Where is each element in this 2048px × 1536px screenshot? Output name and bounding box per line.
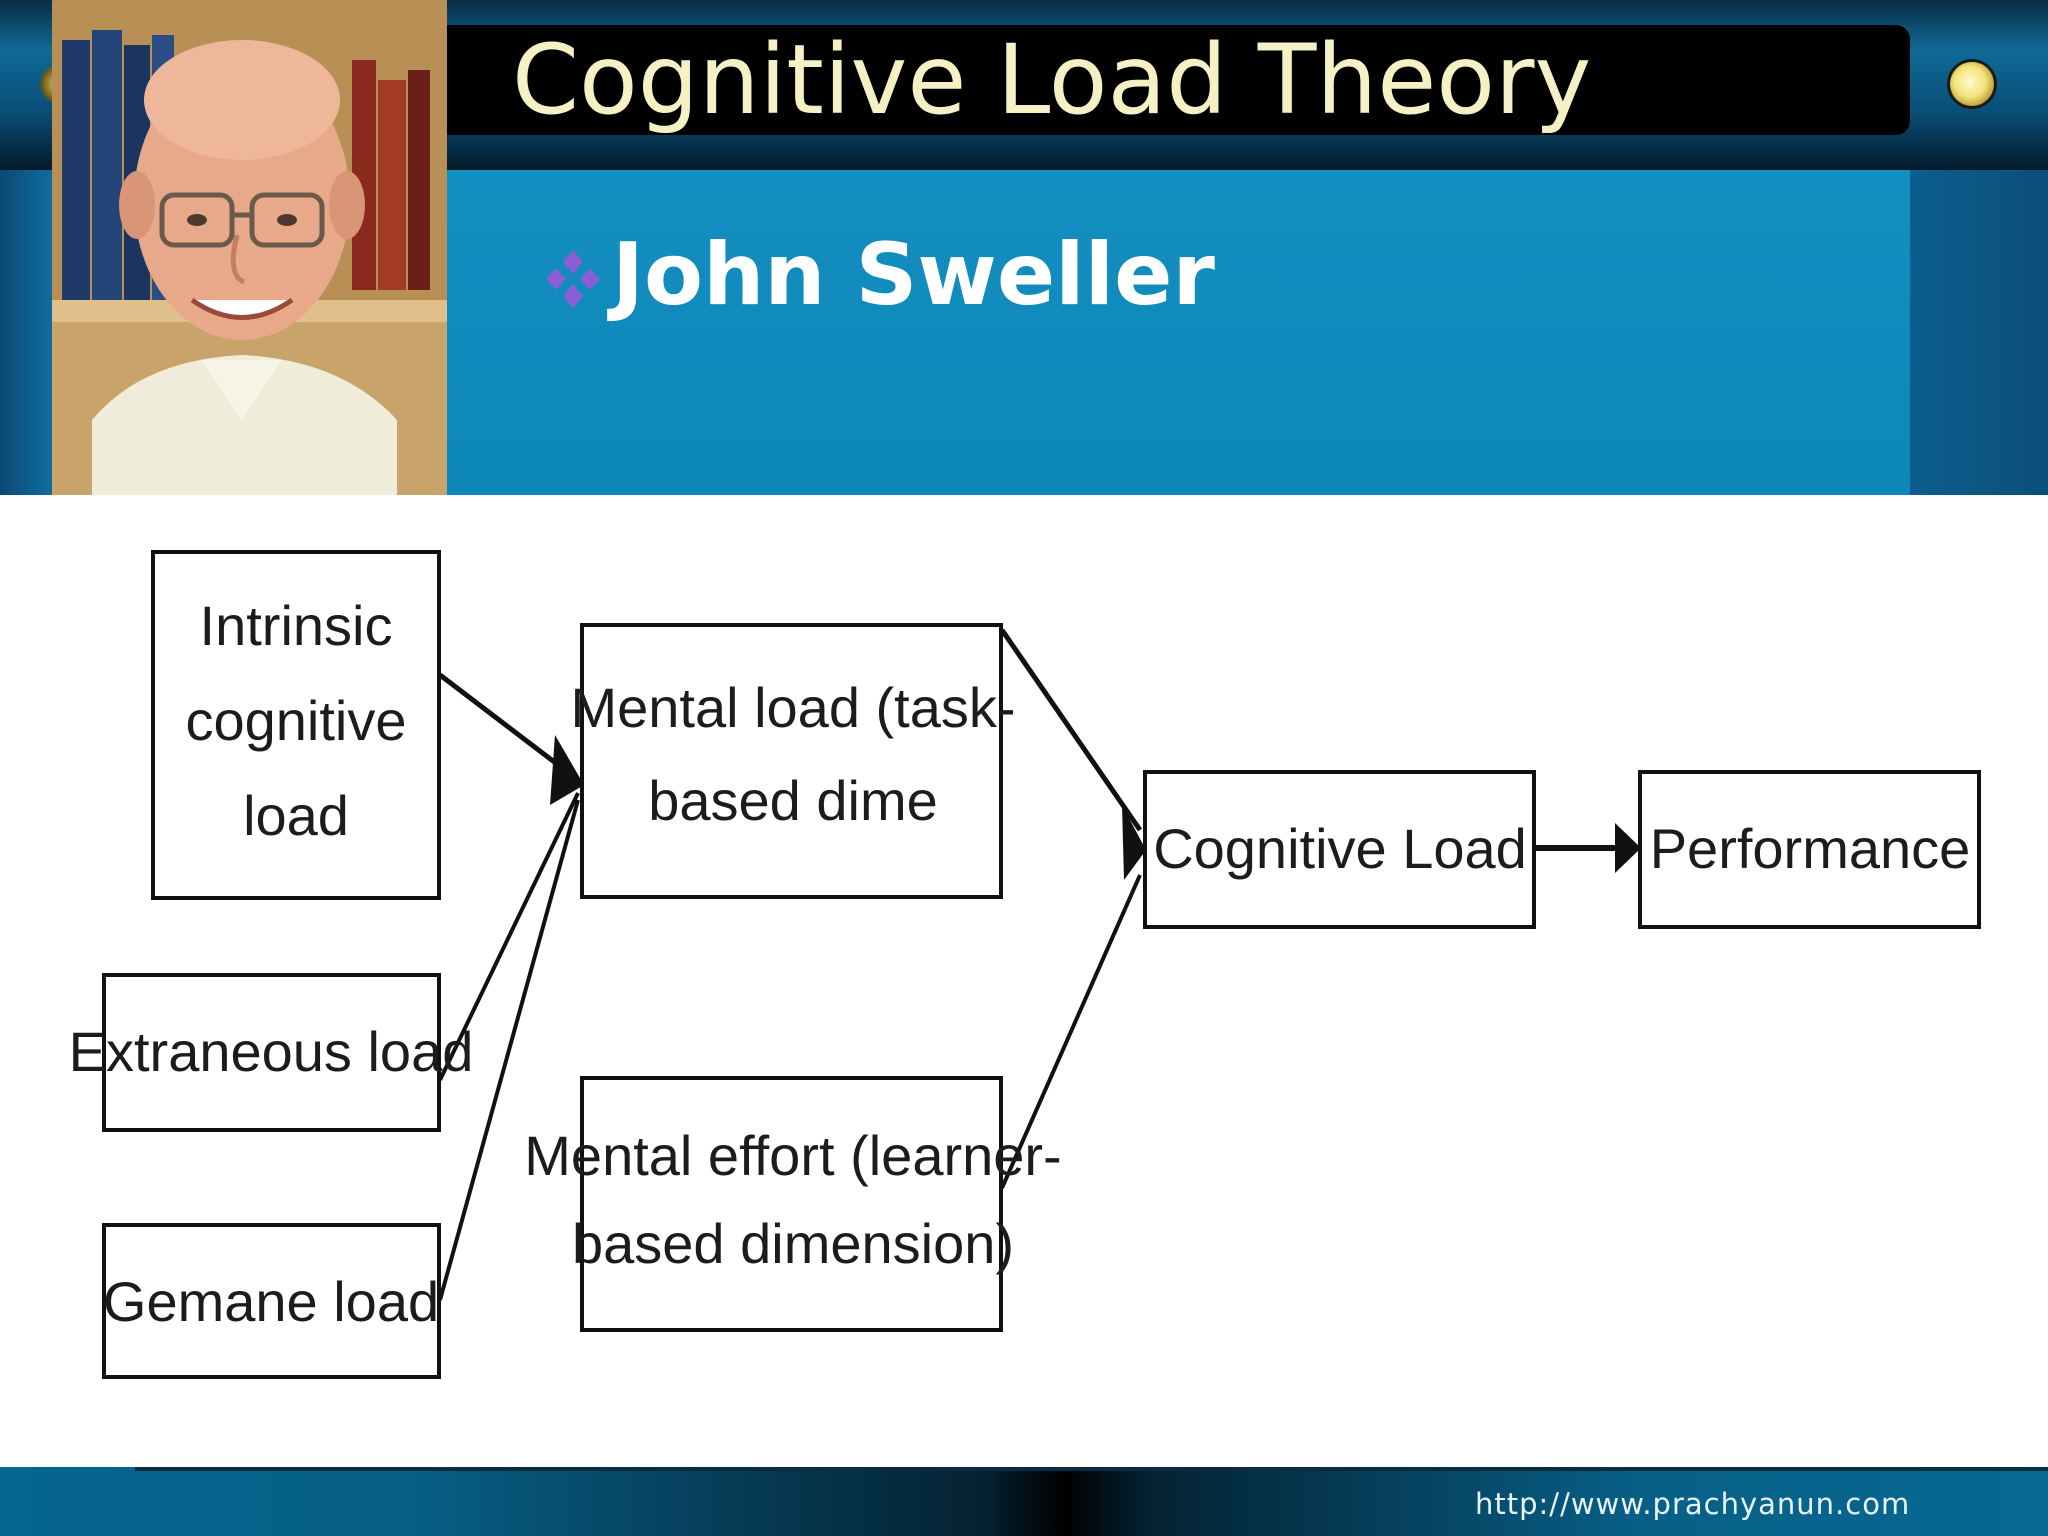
label-mental-effort-line2: based dimension) <box>572 1212 1014 1275</box>
box-cognitive-load <box>1143 770 1536 929</box>
label-intrinsic-line3: load <box>243 784 349 847</box>
arrowhead-performance-left <box>1615 823 1641 873</box>
four-diamond-bullet-icon <box>546 250 600 308</box>
footer-band <box>0 1467 2048 1536</box>
arrowhead-mental-load-left <box>550 735 584 805</box>
label-cognitive-load: Cognitive Load <box>1153 817 1527 880</box>
box-germane <box>102 1223 441 1379</box>
arrow-germane-to-mental-load <box>438 799 580 1301</box>
yellow-circle-bullet-icon <box>1950 62 1994 106</box>
label-germane: Gemane load <box>103 1270 439 1333</box>
box-intrinsic <box>151 550 441 900</box>
label-intrinsic-line1: Intrinsic <box>200 594 393 657</box>
portrait-photo <box>52 0 447 495</box>
arrow-mental-effort-to-cognitive-load <box>1000 874 1142 1189</box>
arrow-mental-load-to-cognitive-load <box>999 628 1143 832</box>
box-extraneous <box>102 973 441 1132</box>
label-intrinsic-line2: cognitive <box>185 689 406 752</box>
label-mental-load-line1: Mental load (task- <box>570 676 1015 739</box>
label-mental-load-line2: based dime <box>648 769 938 832</box>
label-extraneous: Extraneous load <box>69 1020 474 1083</box>
slide-title: Cognitive Load Theory <box>512 24 1592 136</box>
title-bar <box>447 25 1910 135</box>
label-mental-effort-line1: Mental effort (learner- <box>524 1124 1061 1187</box>
box-mental-effort <box>580 1076 1003 1332</box>
box-performance <box>1638 770 1981 929</box>
subtitle-john-sweller: John Sweller <box>612 225 1215 325</box>
footer-url: http://www.prachyanun.com <box>1475 1487 1911 1521</box>
right-side-band <box>1910 170 2048 495</box>
left-side-band <box>0 170 52 495</box>
box-mental-load <box>580 623 1003 899</box>
arrowhead-cognitive-load-left <box>1122 805 1146 880</box>
subtitle-panel <box>447 170 1910 495</box>
footer-divider <box>135 1467 2048 1471</box>
label-performance: Performance <box>1650 817 1971 880</box>
arrow-extraneous-to-mental-load <box>438 792 580 1081</box>
cognitive-load-diagram: Intrinsic cognitive load Extraneous load… <box>69 550 1981 1379</box>
arrow-intrinsic-to-mental-load <box>438 673 576 779</box>
